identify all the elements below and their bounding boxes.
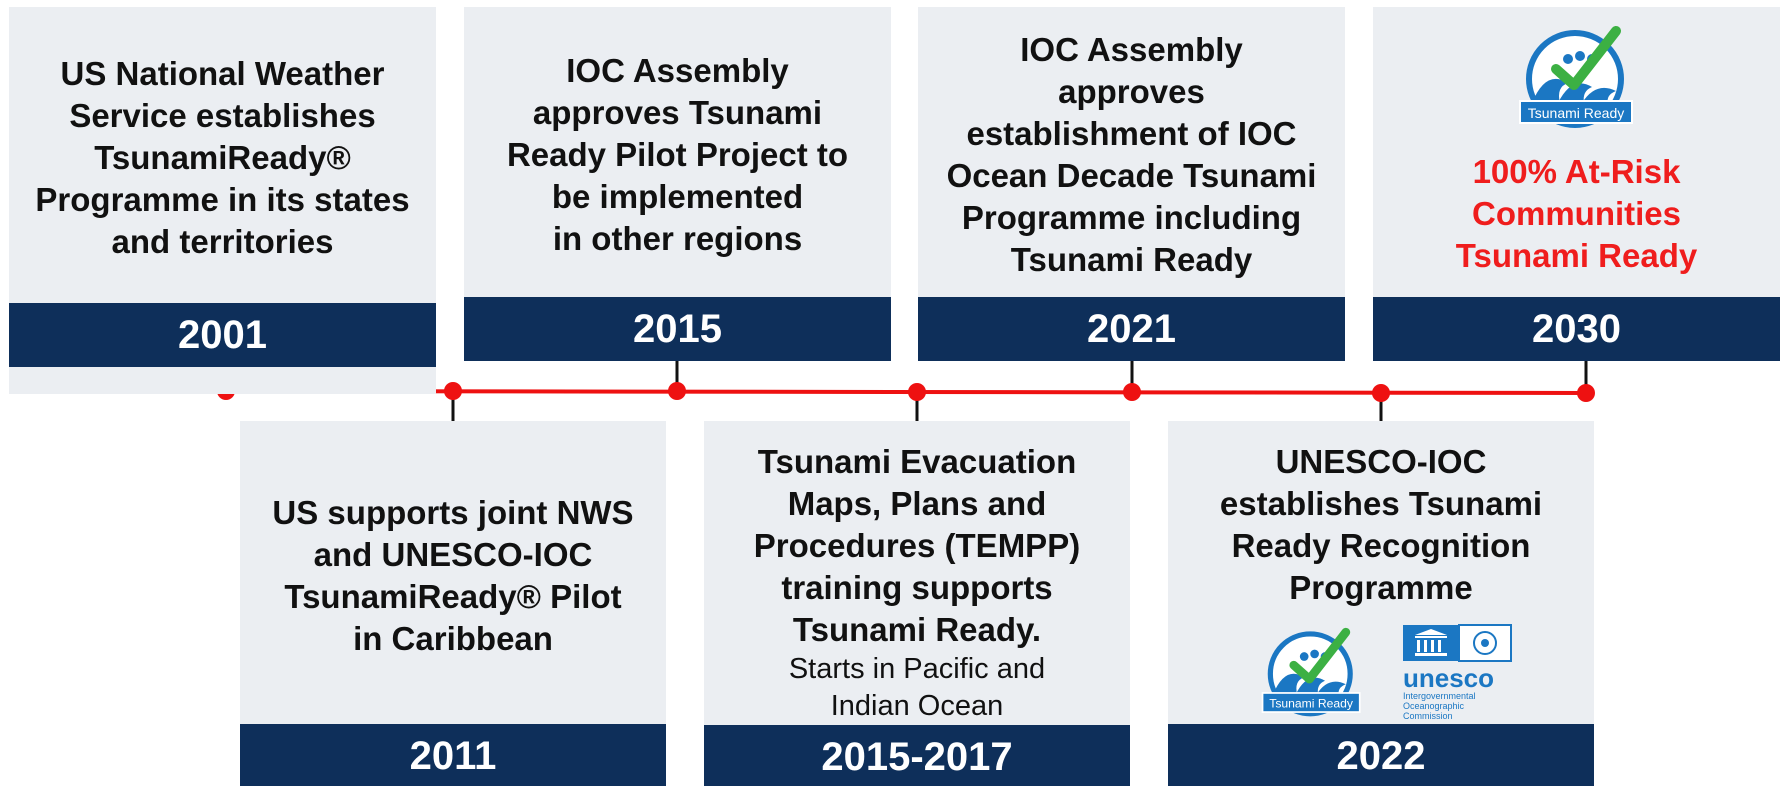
- desc-subline: Starts in Pacific and: [788, 653, 1046, 685]
- desc-subline: Indian Ocean: [830, 690, 1004, 722]
- milestone-description: US supports joint NWS and UNESCO-IOC Tsu…: [240, 421, 666, 724]
- desc-line: be implemented: [551, 178, 804, 215]
- desc-line: Tsunami Ready.: [792, 611, 1042, 648]
- goal-line: Communities: [1471, 195, 1682, 232]
- unesco-subtitle: Oceanographic: [1403, 701, 1465, 711]
- desc-line: US supports joint NWS: [272, 493, 634, 531]
- desc-line: Programme: [1289, 569, 1473, 606]
- desc-line: in other regions: [552, 220, 803, 257]
- milestone-card-2015-2017: Tsunami Evacuation Maps, Plans and Proce…: [704, 421, 1130, 786]
- dot-2015-2017: [908, 383, 926, 401]
- desc-line: Maps, Plans and: [787, 485, 1047, 522]
- year-label-2021: 2021: [918, 297, 1345, 361]
- desc-line: Procedures (TEMPP): [753, 527, 1081, 564]
- desc-line: Tsunami Evacuation: [757, 443, 1077, 480]
- milestone-card-2021: IOC Assembly approves establishment of I…: [918, 7, 1345, 361]
- desc-line: TsunamiReady®: [94, 139, 351, 176]
- dot-2011: [444, 382, 462, 400]
- desc-line: US National Weather: [60, 55, 385, 92]
- unesco-subtitle: Commission: [1403, 711, 1453, 721]
- dot-2021: [1123, 383, 1141, 401]
- desc-line: in Caribbean: [353, 619, 553, 657]
- desc-line: approves: [1058, 73, 1205, 110]
- desc-line: and UNESCO-IOC: [313, 535, 593, 573]
- milestone-description: UNESCO-IOC establishes Tsunami Ready Rec…: [1168, 421, 1594, 724]
- desc-line: Service establishes: [69, 97, 376, 134]
- goal-line: Tsunami Ready: [1455, 237, 1698, 274]
- milestone-description: US National Weather Service establishes …: [9, 7, 436, 303]
- milestone-card-2022: UNESCO-IOC establishes Tsunami Ready Rec…: [1168, 421, 1594, 786]
- desc-line: Ready Pilot Project to: [506, 136, 849, 173]
- milestone-description: IOC Assembly approves establishment of I…: [918, 7, 1345, 297]
- desc-line: training supports: [781, 569, 1053, 606]
- desc-line: Ocean Decade Tsunami: [946, 157, 1317, 194]
- desc-line: TsunamiReady® Pilot: [284, 577, 622, 615]
- logo-row: Tsunami Ready unesco Intergovernmental O…: [1249, 623, 1513, 723]
- logo-label: Tsunami Ready: [1269, 697, 1354, 711]
- year-label-2030: 2030: [1373, 297, 1780, 361]
- desc-line: and territories: [111, 223, 334, 260]
- desc-line: establishes Tsunami: [1219, 485, 1543, 522]
- milestone-card-2015: IOC Assembly approves Tsunami Ready Pilo…: [464, 7, 891, 361]
- dot-2022: [1372, 384, 1390, 402]
- desc-line: IOC Assembly: [566, 52, 789, 89]
- milestone-description: IOC Assembly approves Tsunami Ready Pilo…: [464, 7, 891, 297]
- desc-line: IOC Assembly: [1020, 31, 1243, 68]
- unesco-subtitle: Intergovernmental: [1403, 691, 1476, 701]
- milestone-card-2030: Tsunami Ready 100% At-Risk Communities T…: [1373, 7, 1780, 361]
- desc-line: establishment of IOC: [966, 115, 1297, 152]
- desc-line: UNESCO-IOC: [1275, 443, 1487, 480]
- year-label-2015: 2015: [464, 297, 891, 361]
- year-label-2015-2017: 2015-2017: [704, 725, 1130, 786]
- dot-2030: [1577, 384, 1595, 402]
- year-label-2022: 2022: [1168, 724, 1594, 786]
- milestone-card-2011: US supports joint NWS and UNESCO-IOC Tsu…: [240, 421, 666, 786]
- tsunami-ready-logo: Tsunami Ready: [1261, 627, 1361, 717]
- year-label-2011: 2011: [240, 724, 666, 786]
- milestone-description: Tsunami Ready 100% At-Risk Communities T…: [1373, 7, 1780, 297]
- goal-line: 100% At-Risk: [1472, 153, 1681, 190]
- milestone-card-2001: US National Weather Service establishes …: [9, 7, 436, 394]
- unesco-ioc-logo: unesco Intergovernmental Oceanographic C…: [1403, 624, 1512, 721]
- desc-line: Programme including: [961, 199, 1302, 236]
- desc-line: Ready Recognition: [1231, 527, 1531, 564]
- desc-line: Programme in its states: [35, 181, 410, 218]
- milestone-description: Tsunami Evacuation Maps, Plans and Proce…: [704, 421, 1130, 725]
- tsunami-ready-logo: Tsunami Ready: [1518, 26, 1633, 128]
- dot-2015: [668, 382, 686, 400]
- desc-line: Tsunami Ready: [1010, 241, 1253, 278]
- desc-line: approves Tsunami: [532, 94, 823, 131]
- logo-label: Tsunami Ready: [1527, 105, 1624, 121]
- unesco-wordmark: unesco: [1403, 663, 1494, 693]
- year-label-2001: 2001: [9, 303, 436, 367]
